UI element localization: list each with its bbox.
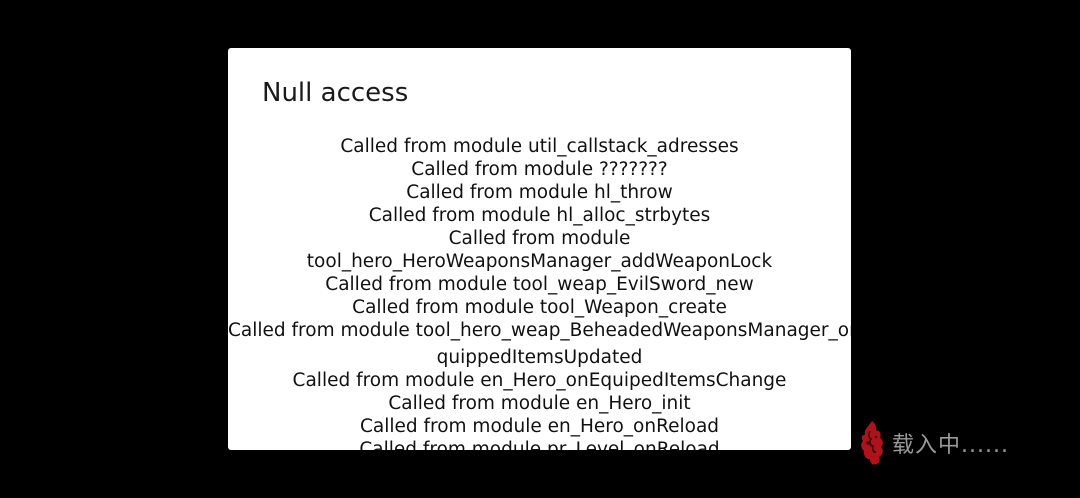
loading-text: 载入中...... bbox=[892, 433, 1009, 458]
callstack-line: tool_hero_HeroWeaponsManager_addWeaponLo… bbox=[306, 251, 773, 272]
callstack-line: Called from module en_Hero_init bbox=[388, 393, 691, 414]
callstack-line: Called from module tool_hero_weap_Behead… bbox=[228, 320, 851, 341]
callstack-line: Called from module tool_Weapon_create bbox=[352, 297, 727, 318]
callstack-line: Called from module ??????? bbox=[411, 159, 668, 180]
loading-indicator: 载入中...... bbox=[858, 418, 1009, 468]
callstack-line: Called from module util_callstack_adress… bbox=[340, 136, 739, 157]
callstack-line: Called from module pr_Level_onReload bbox=[359, 439, 720, 450]
dialog-title: Null access bbox=[262, 78, 409, 108]
callstack-line: Called from module hl_alloc_strbytes bbox=[368, 205, 711, 226]
error-dialog: Null access Called from module util_call… bbox=[228, 48, 851, 450]
callstack-list: Called from module util_callstack_adress… bbox=[228, 135, 851, 450]
callstack-line: quippedItemsUpdated bbox=[436, 347, 643, 368]
callstack-line: Called from module hl_throw bbox=[406, 182, 673, 203]
callstack-line: Called from module en_Hero_onEquipedItem… bbox=[292, 370, 787, 391]
callstack-line: Called from module tool_weap_EvilSword_n… bbox=[325, 274, 754, 295]
callstack-line: Called from module bbox=[448, 228, 631, 249]
callstack-line: Called from module en_Hero_onReload bbox=[359, 416, 720, 437]
red-flame-icon bbox=[861, 421, 883, 465]
